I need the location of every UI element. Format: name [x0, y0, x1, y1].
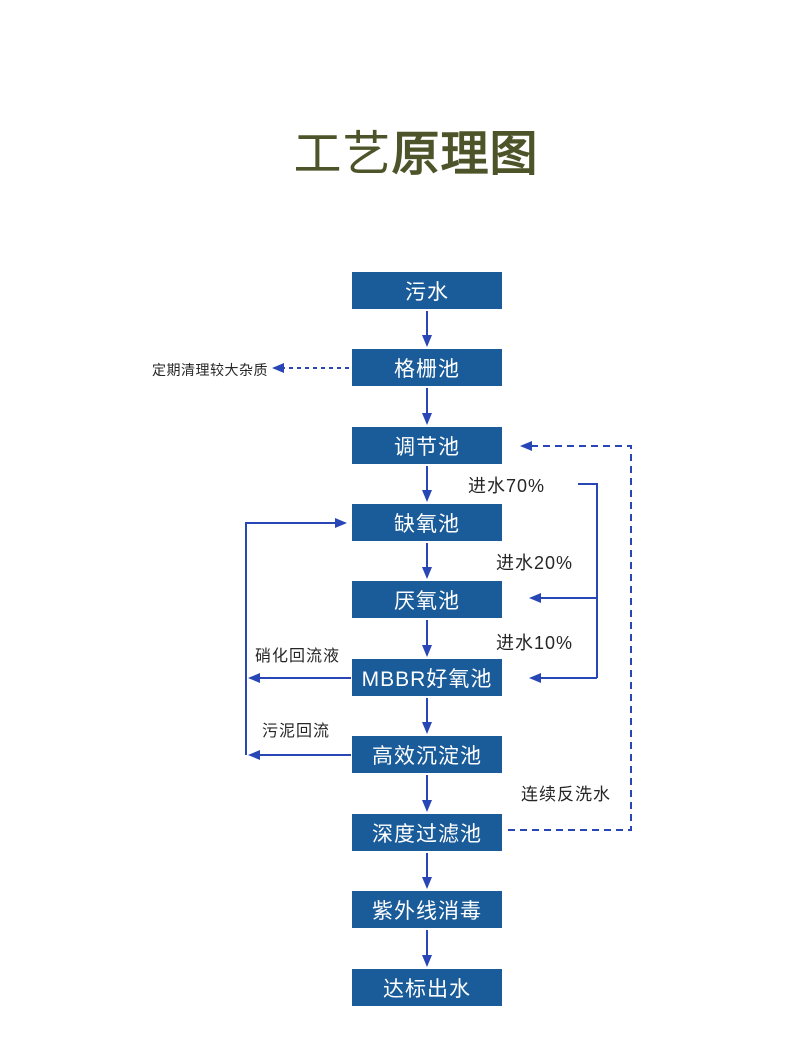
box-uv-disinfection: 紫外线消毒 — [352, 891, 502, 928]
box-sedimentation-tank: 高效沉淀池 — [352, 736, 502, 773]
box-mbbr-aerobic-tank: MBBR好氧池 — [352, 659, 502, 696]
inflow-split-line — [578, 483, 598, 678]
label-sludge-return: 污泥回流 — [262, 723, 331, 740]
label-inflow-20: 进水20% — [496, 553, 574, 573]
box-screen-tank: 格栅池 — [352, 349, 502, 386]
box-deep-filter-tank: 深度过滤池 — [352, 814, 502, 851]
box-effluent: 达标出水 — [352, 969, 502, 1006]
page-title-emphasis: 原理图 — [391, 128, 539, 181]
label-inflow-70: 进水70% — [468, 476, 546, 496]
box-anoxic-tank: 缺氧池 — [352, 504, 502, 541]
page-title: 工艺原理图 — [293, 114, 538, 184]
label-debris-removal: 定期清理较大杂质 — [152, 362, 268, 378]
box-sewage: 污水 — [352, 272, 502, 309]
box-regulating-tank: 调节池 — [352, 427, 502, 464]
page-title-prefix: 工艺 — [293, 128, 392, 181]
box-anaerobic-tank: 厌氧池 — [352, 581, 502, 618]
label-inflow-10: 进水10% — [496, 633, 574, 653]
label-nitrification-return: 硝化回流液 — [255, 648, 341, 665]
label-backwash: 连续反洗水 — [521, 785, 611, 804]
